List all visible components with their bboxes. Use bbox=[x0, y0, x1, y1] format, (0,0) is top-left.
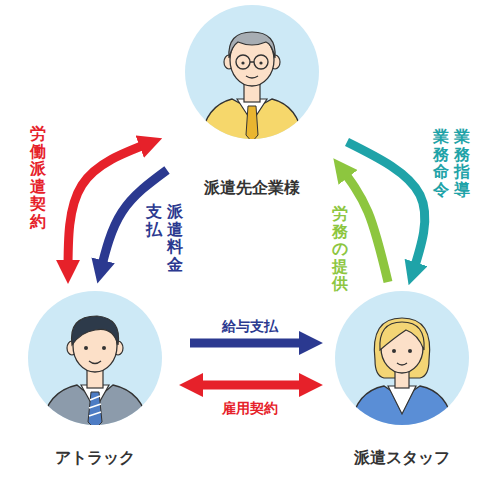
arrow-label: 業務指導 業務命令 bbox=[433, 128, 470, 200]
party-name-row: 派遣スタッフ bbox=[332, 448, 472, 469]
flow-arrow bbox=[190, 381, 312, 390]
person-illustration bbox=[350, 318, 454, 428]
party-name-row: アトラック bbox=[25, 448, 165, 469]
arrow-label-box: 派遣料金支払 bbox=[146, 203, 183, 275]
flow-arrow bbox=[68, 142, 152, 273]
person-illustration bbox=[200, 32, 304, 142]
person-illustration bbox=[41, 316, 149, 428]
arrow-label-box: 給与支払 bbox=[222, 316, 278, 335]
arrow-label-box: 労働派遣契約 bbox=[30, 125, 46, 231]
arrow-label: 派遣料金支払 bbox=[146, 203, 183, 275]
party-name: 派遣先企業様 bbox=[204, 178, 300, 199]
arrow-label-box: 業務指導 業務命令 bbox=[433, 128, 470, 200]
person-illustration bbox=[200, 32, 304, 142]
arrow-label-box: 労務の提供 bbox=[332, 205, 348, 293]
arrow-label: 雇用契約 bbox=[222, 400, 278, 417]
arrow-label-box: 雇用契約 bbox=[222, 398, 278, 417]
party-node: 派遣スタッフ bbox=[332, 288, 472, 469]
party-circle bbox=[332, 288, 472, 428]
party-node: アトラック bbox=[25, 288, 165, 469]
party-circle bbox=[25, 288, 165, 428]
arrow-label: 労務の提供 bbox=[332, 205, 348, 293]
arrow-label: 給与支払 bbox=[222, 318, 278, 335]
person-illustration bbox=[41, 316, 149, 428]
party-name: アトラック bbox=[55, 448, 135, 469]
party-name-row: 派遣先企業様 bbox=[182, 178, 322, 199]
flow-arrow bbox=[190, 339, 312, 348]
person-illustration bbox=[350, 318, 454, 428]
arrow-label: 労働派遣契約 bbox=[30, 125, 46, 231]
party-name: 派遣スタッフ bbox=[354, 448, 450, 469]
party-circle bbox=[182, 2, 322, 142]
party-node: 派遣先企業様 bbox=[182, 2, 322, 199]
